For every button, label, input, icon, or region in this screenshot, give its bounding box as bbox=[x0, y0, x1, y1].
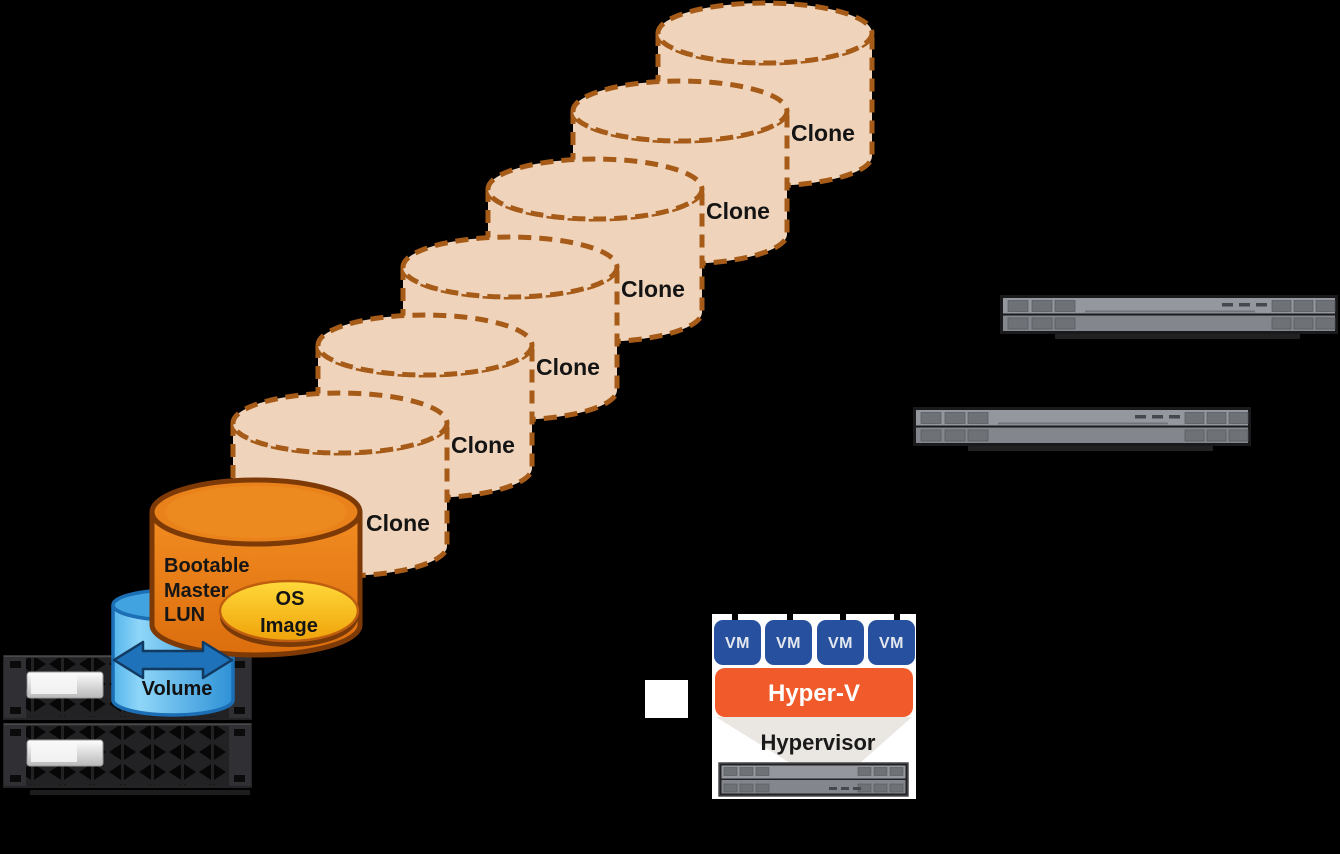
clone-label: Clone bbox=[706, 198, 770, 224]
os-image-ellipse bbox=[218, 579, 360, 643]
vm-label: VM bbox=[776, 635, 801, 652]
clone-label: Clone bbox=[791, 120, 855, 146]
clone-label: Clone bbox=[366, 510, 430, 536]
rack-server-1 bbox=[999, 294, 1339, 340]
lun-label-line2: Master bbox=[164, 580, 229, 602]
clone-label: Clone bbox=[621, 276, 685, 302]
clone-label: Clone bbox=[451, 432, 515, 458]
vm-label: VM bbox=[828, 635, 853, 652]
vm-box-1 bbox=[714, 620, 761, 665]
white-box bbox=[645, 680, 688, 718]
hyperv-label: Hyper-V bbox=[768, 680, 860, 707]
sync-arrow-icon bbox=[112, 640, 234, 680]
vm-tick bbox=[732, 614, 738, 623]
clone-cylinder-4: Clone bbox=[488, 159, 702, 342]
lun-top-inner bbox=[165, 486, 347, 538]
vm-tick bbox=[840, 614, 846, 623]
clone-cylinder-3: Clone bbox=[403, 237, 617, 420]
hyperv-host-server bbox=[718, 762, 909, 797]
appliance-shadow bbox=[30, 790, 250, 795]
storage-appliance bbox=[1, 653, 254, 795]
hypervisor-label: Hypervisor bbox=[761, 730, 876, 755]
vm-tick bbox=[894, 614, 900, 623]
vm-box-3 bbox=[817, 620, 864, 665]
hyperv-stack: VM VM VM VM Hyper-V Hypervisor bbox=[645, 614, 916, 799]
lun-label-line3: LUN bbox=[164, 604, 205, 626]
clone-label: Clone bbox=[536, 354, 600, 380]
vm-box-2 bbox=[765, 620, 812, 665]
os-label-line2: Image bbox=[260, 615, 318, 637]
rack-server-2 bbox=[912, 406, 1252, 452]
hyperv-bar bbox=[715, 668, 913, 717]
os-label-line1: OS bbox=[276, 588, 305, 610]
clone-cylinder-1: Clone bbox=[233, 393, 447, 576]
vm-tick bbox=[787, 614, 793, 623]
volume-label: Volume bbox=[142, 678, 213, 700]
clone-cylinder-2: Clone bbox=[318, 315, 532, 498]
vm-label: VM bbox=[725, 635, 750, 652]
clone-cylinder-6: Clone bbox=[658, 3, 872, 186]
lun-label-line1: Bootable bbox=[164, 555, 250, 577]
vm-box-4 bbox=[868, 620, 915, 665]
hypervisor-funnel bbox=[716, 717, 912, 763]
clone-cylinder-5: Clone bbox=[573, 81, 787, 264]
os-image: OS Image bbox=[218, 579, 360, 647]
vm-label: VM bbox=[879, 635, 904, 652]
appliance-unit-2 bbox=[1, 721, 254, 790]
